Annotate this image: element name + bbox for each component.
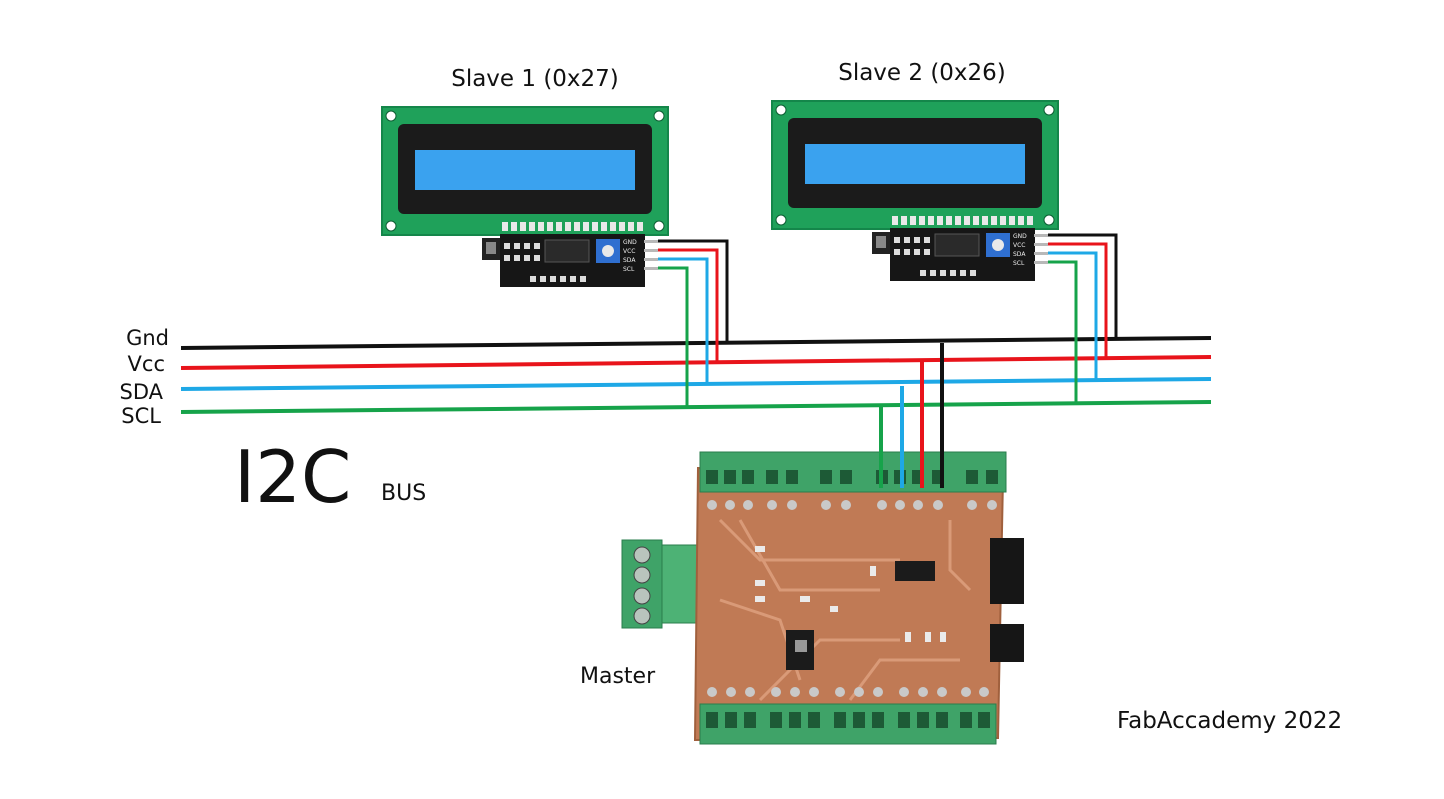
master-wires bbox=[879, 343, 944, 488]
slave-1-wires bbox=[658, 239, 729, 407]
slave-1-pin-gnd: GND bbox=[623, 239, 637, 246]
slave-2-pin-sda: SDA bbox=[1013, 251, 1026, 258]
vcc-label: Vcc bbox=[128, 352, 165, 376]
gnd-bus-line bbox=[180, 336, 1212, 350]
master-label: Master bbox=[580, 664, 656, 689]
vcc-bus-line bbox=[180, 355, 1212, 370]
slave-2-i2c-module: GND VCC SDA SCL bbox=[872, 228, 1048, 281]
slave-1-i2c-module: GND VCC SDA SCL bbox=[482, 234, 658, 287]
slave-2-lcd bbox=[771, 100, 1059, 230]
i2c-title: I2C bbox=[234, 435, 351, 519]
bus-subtitle: BUS bbox=[381, 481, 426, 506]
sda-label: SDA bbox=[120, 380, 164, 404]
slave-1-pin-scl: SCL bbox=[623, 266, 635, 273]
slave-1-pin-sda: SDA bbox=[623, 257, 636, 264]
slave-2-wires bbox=[1048, 233, 1118, 403]
footer-credit: FabAccademy 2022 bbox=[1117, 708, 1342, 734]
slave-2-pin-scl: SCL bbox=[1013, 260, 1025, 267]
sda-bus-line bbox=[180, 377, 1212, 391]
gnd-label: Gnd bbox=[126, 326, 169, 350]
slave-2-pin-gnd: GND bbox=[1013, 233, 1027, 240]
slave-1-lcd bbox=[381, 106, 669, 236]
slave-1-label: Slave 1 (0x27) bbox=[451, 66, 619, 92]
scl-label: SCL bbox=[121, 404, 161, 428]
slave-2-label: Slave 2 (0x26) bbox=[838, 60, 1006, 86]
scl-bus-line bbox=[180, 400, 1212, 414]
slave-2-pin-vcc: VCC bbox=[1013, 242, 1025, 249]
master-board bbox=[621, 451, 1024, 745]
bus-wires bbox=[180, 336, 1212, 414]
slave-1-pin-vcc: VCC bbox=[623, 248, 635, 255]
